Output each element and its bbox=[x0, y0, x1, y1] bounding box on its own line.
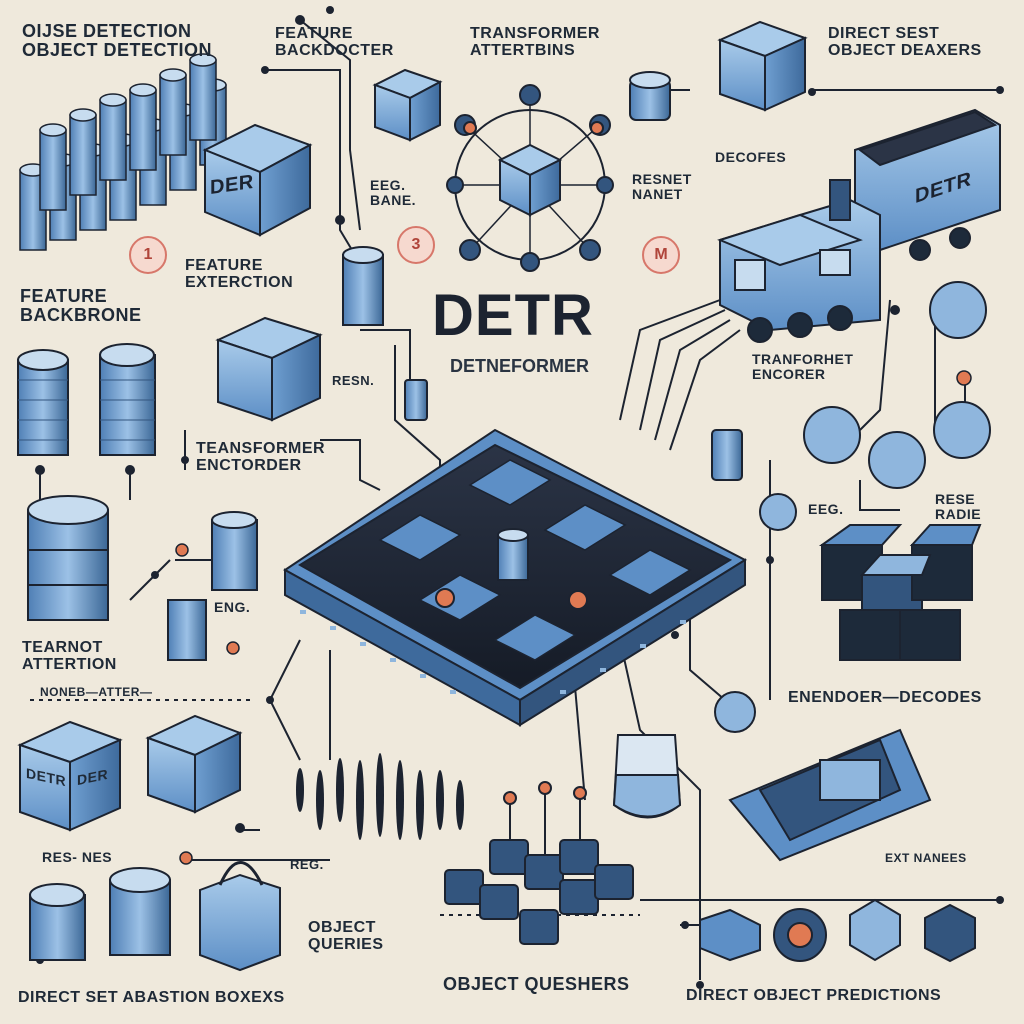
cube-icon bbox=[202, 123, 313, 237]
cube-icon bbox=[215, 316, 323, 422]
label-transformer-attention: TRANSFORMER ATTERTBINS bbox=[470, 25, 600, 59]
label-feature-backbone: FEATURE BACKBRONE bbox=[20, 286, 142, 325]
label-direct-set-boxes: DIRECT SET ABASTION BOXEXS bbox=[18, 989, 285, 1006]
cube-icon bbox=[717, 20, 808, 112]
chip-board-icon bbox=[283, 428, 748, 727]
label-noneb-atter: NONEB—ATTER— bbox=[40, 685, 153, 699]
diagram-subtitle: DETNEFORMER bbox=[450, 356, 589, 376]
cube-icon bbox=[818, 524, 982, 661]
label-eeg-right: EEG. bbox=[808, 501, 844, 517]
cube-icon bbox=[17, 714, 243, 832]
label-transformer-encoder: TEANSFORMER ENCTORDER bbox=[196, 440, 326, 474]
step-badge-3: 3 bbox=[397, 226, 435, 264]
label-feature-backdocter: FEATURE BACKDOCTER bbox=[275, 25, 394, 59]
label-decores: DECOFES bbox=[715, 149, 787, 165]
label-direct-set-object: DIRECT SEST OBJECT DEAXERS bbox=[828, 25, 982, 59]
label-object-queries: OBJECT QUERIES bbox=[308, 919, 384, 953]
network-node-icon bbox=[372, 68, 614, 272]
cylinder-stack-icon bbox=[19, 53, 227, 251]
beaker-icon bbox=[612, 734, 682, 819]
label-res-nes: RES- NES bbox=[42, 849, 113, 865]
label-object-questiers: OBJECT QUESHERS bbox=[443, 974, 630, 994]
label-object-detection: OIJSE DETECTION OBJECT DETECTION bbox=[22, 21, 213, 60]
diagram-title: DETR bbox=[432, 283, 594, 348]
step-badge-1: 1 bbox=[129, 236, 167, 274]
label-eng: ENG. bbox=[214, 599, 251, 615]
train-icon bbox=[717, 108, 1001, 343]
label-enendoer-decodes: ENENDOER—DECODES bbox=[788, 689, 982, 706]
label-tearnot-attention: TEARNOT ATTERTION bbox=[22, 639, 117, 673]
label-feature-extraction: FEATURE EXTERCTION bbox=[185, 257, 294, 291]
label-reg: REG. bbox=[290, 857, 324, 872]
label-direct-object-predictions: DIRECT OBJECT PREDICTIONS bbox=[686, 987, 942, 1004]
label-eeg-bane: EEG. BANE. bbox=[370, 177, 417, 208]
label-resnet-nanet: RESNET NANET bbox=[632, 171, 692, 202]
label-rese-radie: RESE RADIE bbox=[935, 491, 982, 522]
label-ext-nanees: EXT NANEES bbox=[885, 851, 967, 865]
label-resn: RESN. bbox=[332, 373, 375, 388]
step-badge-m: M bbox=[642, 236, 680, 274]
label-tranforhet-encorer: TRANFORHET ENCORER bbox=[752, 351, 854, 382]
